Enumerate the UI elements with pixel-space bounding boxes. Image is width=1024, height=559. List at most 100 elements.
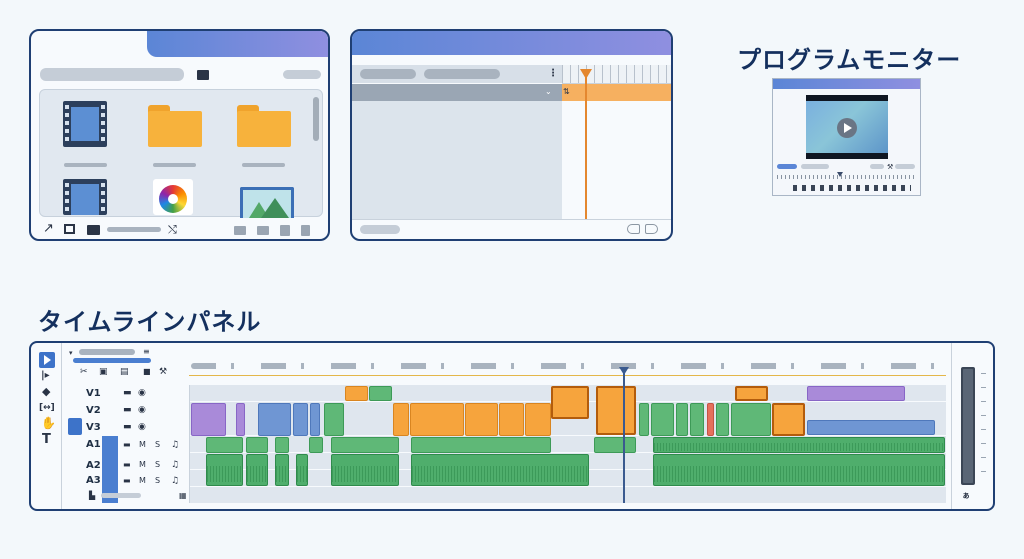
- solo-icon[interactable]: M: [139, 460, 146, 469]
- audio-clip[interactable]: [411, 437, 551, 453]
- add-marker-icon[interactable]: ▤: [120, 367, 129, 377]
- monitor-transport-controls[interactable]: [793, 185, 911, 191]
- video-clip[interactable]: [690, 403, 704, 436]
- timeline-playhead-line[interactable]: [623, 373, 625, 503]
- video-clip[interactable]: [651, 403, 674, 436]
- monitor-scrubber[interactable]: [777, 175, 917, 179]
- monitor-zoom-select[interactable]: [777, 164, 797, 169]
- video-clip[interactable]: [676, 403, 688, 436]
- next-keyframe-icon[interactable]: [645, 224, 658, 234]
- timeline-playhead-handle[interactable]: [619, 367, 629, 375]
- playhead-line[interactable]: [585, 77, 587, 219]
- sequence-menu-icon[interactable]: ≡: [143, 347, 150, 356]
- microphone-icon[interactable]: ♫: [171, 440, 180, 450]
- eye-icon[interactable]: ◉: [138, 405, 146, 415]
- image-icon[interactable]: [240, 187, 294, 218]
- clear-icon[interactable]: [280, 225, 290, 236]
- sync-icon[interactable]: S: [155, 440, 161, 449]
- snap-icon[interactable]: ✂: [80, 367, 88, 377]
- video-clip[interactable]: [772, 403, 805, 436]
- hand-icon[interactable]: ✋: [41, 416, 56, 430]
- source-property-row[interactable]: [352, 84, 562, 101]
- film-icon[interactable]: [63, 101, 107, 147]
- video-clip[interactable]: [731, 403, 771, 436]
- audio-clip[interactable]: [653, 454, 945, 486]
- video-clip[interactable]: [707, 403, 714, 436]
- lock-icon[interactable]: ▬: [123, 422, 132, 432]
- folder-icon[interactable]: [197, 70, 209, 80]
- film-icon[interactable]: [63, 179, 107, 215]
- dropdown-icon[interactable]: ⌄: [545, 87, 552, 96]
- razor-icon[interactable]: ◆: [42, 385, 51, 398]
- audio-clip[interactable]: [411, 454, 589, 486]
- marker-icon[interactable]: ■: [143, 367, 151, 376]
- video-clip[interactable]: [410, 403, 464, 436]
- project-view-toggle[interactable]: [283, 70, 321, 79]
- audio-clip[interactable]: [296, 454, 308, 486]
- monitor-fit-select[interactable]: [870, 164, 884, 169]
- video-clip[interactable]: [525, 403, 551, 436]
- audio-clip[interactable]: [331, 454, 399, 486]
- audio-target-a[interactable]: [102, 436, 118, 503]
- color-wheel-icon[interactable]: [153, 179, 193, 215]
- audio-clip[interactable]: [246, 437, 268, 453]
- eye-icon[interactable]: ◉: [138, 388, 146, 398]
- project-scrollbar[interactable]: [313, 97, 319, 141]
- shuffle-icon[interactable]: ⤭: [168, 223, 177, 236]
- audio-clip[interactable]: [594, 437, 636, 453]
- microphone-icon[interactable]: ♫: [171, 476, 180, 486]
- image-icon[interactable]: [64, 224, 75, 234]
- eye-icon[interactable]: ◉: [138, 422, 146, 432]
- video-clip[interactable]: [716, 403, 729, 436]
- folder-icon[interactable]: [237, 105, 291, 147]
- mute-icon[interactable]: ▬: [123, 440, 131, 449]
- audio-clip[interactable]: [275, 437, 289, 453]
- video-clip[interactable]: [639, 403, 649, 436]
- lock-icon[interactable]: ▬: [123, 405, 132, 415]
- microphone-icon[interactable]: ♫: [171, 460, 180, 470]
- new-bin-icon[interactable]: [234, 226, 246, 235]
- master-track-icon[interactable]: ▙: [89, 491, 96, 500]
- video-clip[interactable]: [499, 403, 524, 436]
- master-track-menu-icon[interactable]: ▦: [179, 491, 187, 500]
- mute-icon[interactable]: ▬: [123, 460, 131, 469]
- lock-icon[interactable]: ▬: [123, 388, 132, 398]
- folder-icon[interactable]: [148, 105, 202, 147]
- source-tab[interactable]: [424, 69, 500, 79]
- selection-tool-icon[interactable]: [39, 352, 55, 368]
- video-clip[interactable]: [236, 403, 245, 436]
- folder-icon[interactable]: [87, 225, 100, 235]
- solo-button[interactable]: ぁ: [962, 491, 970, 500]
- video-clip[interactable]: [596, 386, 636, 435]
- audio-clip[interactable]: [275, 454, 289, 486]
- video-clip[interactable]: [393, 403, 409, 436]
- wrench-icon[interactable]: ⚒: [887, 163, 894, 171]
- audio-clip[interactable]: [206, 454, 243, 486]
- video-clip[interactable]: [735, 386, 768, 401]
- audio-clip[interactable]: [309, 437, 323, 453]
- keyframe-row[interactable]: [562, 84, 671, 101]
- video-clip[interactable]: [369, 386, 392, 401]
- video-clip[interactable]: [310, 403, 320, 436]
- source-zoom-slider[interactable]: [360, 225, 400, 234]
- video-clip[interactable]: [551, 386, 589, 419]
- video-clip[interactable]: [293, 403, 308, 436]
- sync-icon[interactable]: S: [155, 476, 161, 485]
- playhead-handle[interactable]: [580, 69, 592, 79]
- track-select-icon[interactable]: |▸: [41, 370, 50, 381]
- keyframe-toggle-icon[interactable]: ⇅: [563, 87, 570, 96]
- audio-clip[interactable]: [653, 437, 945, 453]
- solo-icon[interactable]: M: [139, 440, 146, 449]
- play-icon[interactable]: [837, 118, 857, 138]
- audio-clip[interactable]: [331, 437, 399, 453]
- mute-icon[interactable]: ▬: [123, 476, 131, 485]
- more-menu-icon[interactable]: ⋮: [548, 68, 558, 79]
- video-clip[interactable]: [324, 403, 344, 436]
- track-target-v3[interactable]: [68, 418, 82, 435]
- linked-selection-icon[interactable]: ▣: [99, 367, 108, 377]
- video-clip[interactable]: [191, 403, 226, 436]
- project-search-input[interactable]: [40, 68, 184, 81]
- chevron-down-icon[interactable]: ▾: [69, 349, 73, 357]
- video-clip[interactable]: [345, 386, 368, 401]
- type-tool-icon[interactable]: T: [42, 432, 51, 447]
